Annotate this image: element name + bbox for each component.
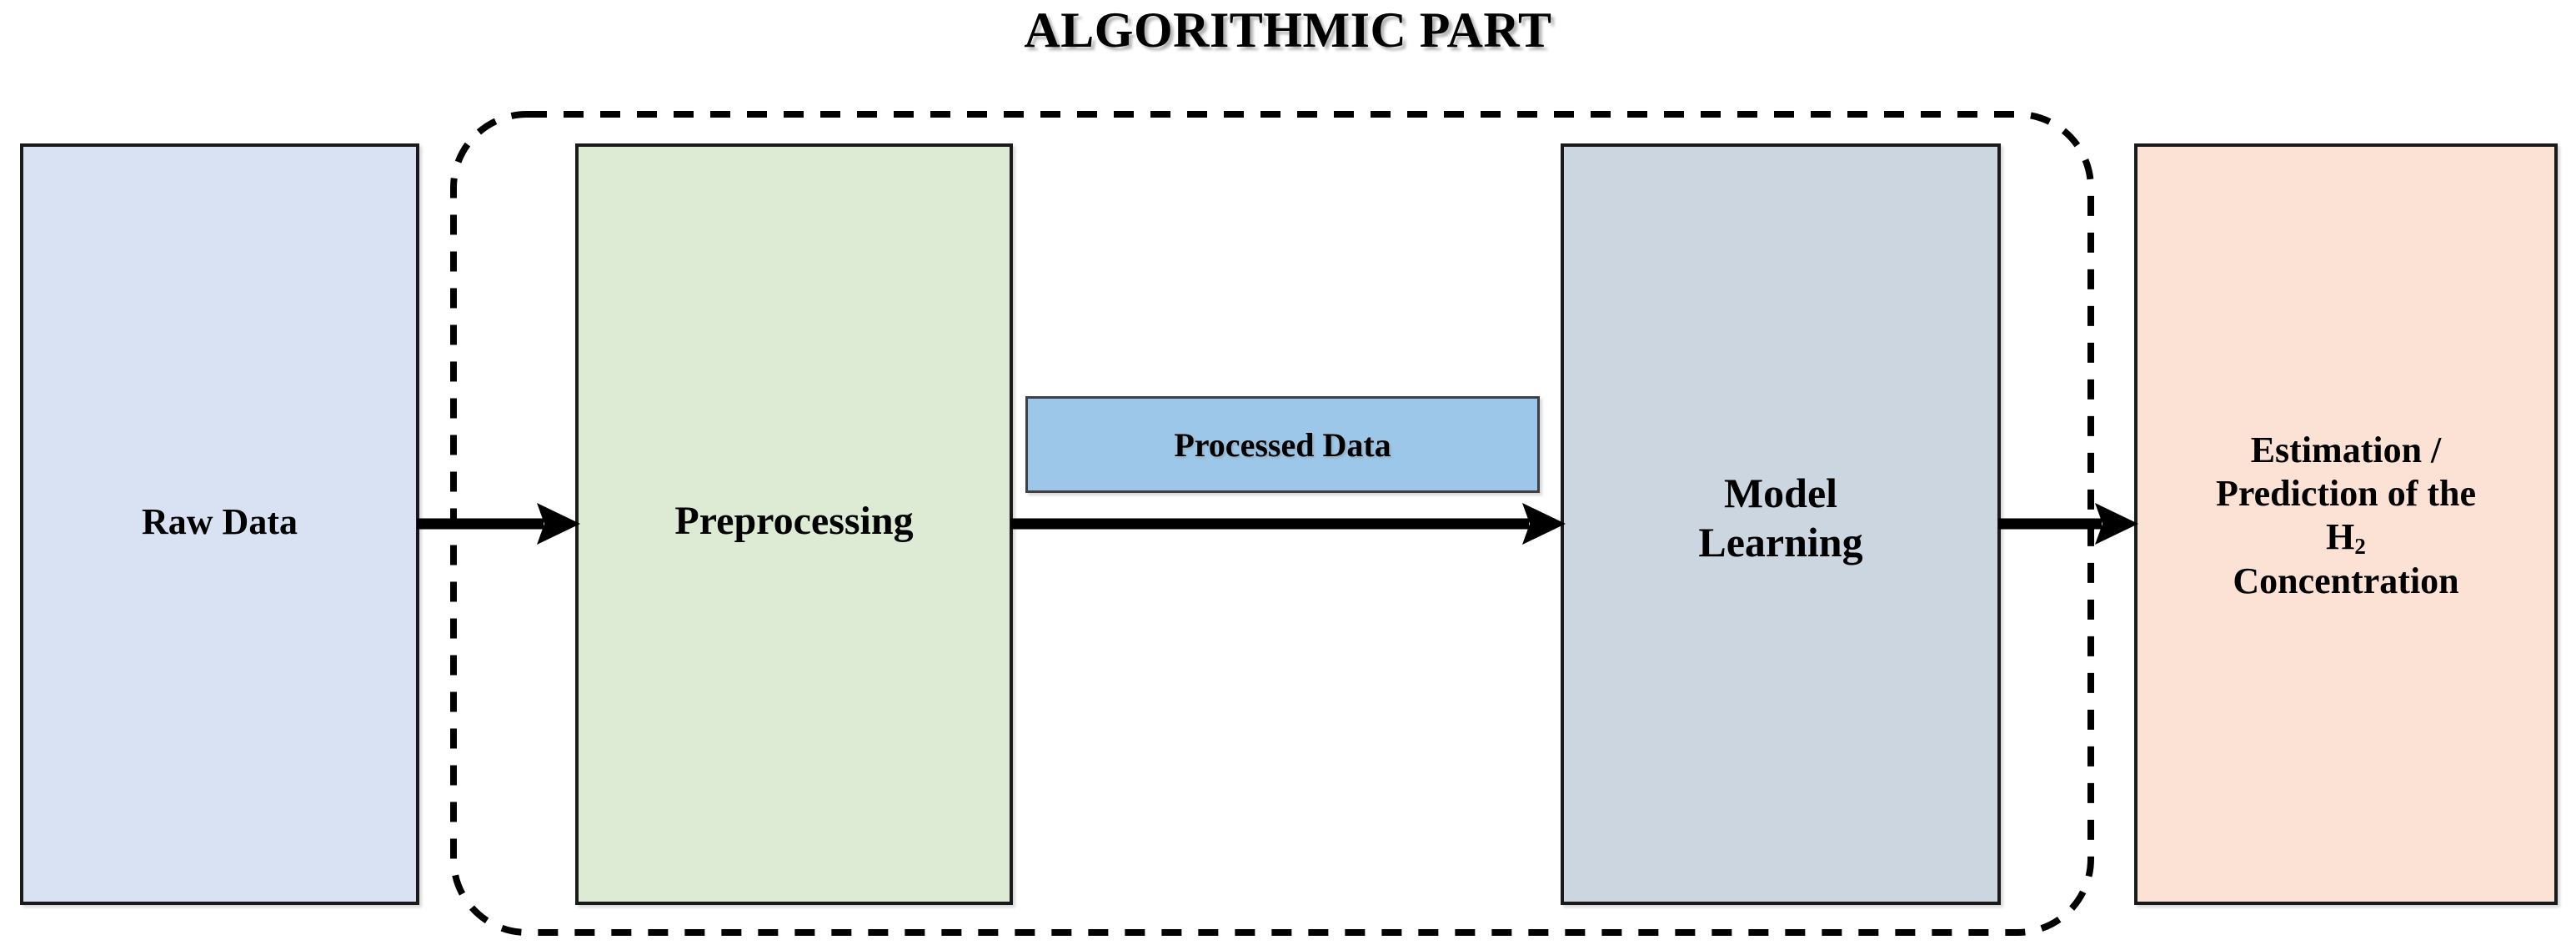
edge-label-processed-data[interactable]: Processed Data	[1025, 396, 1540, 493]
node-raw-data[interactable]: Raw Data	[20, 143, 419, 905]
arrow-raw-to-preprocessing	[417, 500, 580, 547]
node-preprocessing-line-1: Preprocessing	[674, 499, 914, 544]
node-model-learning[interactable]: Model Learning	[1561, 143, 2001, 905]
node-estimation-line-1: Estimation /	[2250, 430, 2442, 471]
arrow-preprocessing-to-model	[1010, 500, 1566, 547]
formula-h-subscript: 2	[2354, 533, 2366, 559]
node-model-learning-line-1: Model	[1723, 469, 1838, 516]
node-preprocessing-label: Preprocessing	[579, 498, 1010, 545]
node-model-learning-line-2: Learning	[1698, 518, 1863, 565]
node-estimation-prediction-label: Estimation / Prediction of the H2 Concen…	[2137, 429, 2554, 603]
node-preprocessing[interactable]: Preprocessing	[575, 143, 1013, 905]
node-estimation-line-2: Prediction of the	[2215, 472, 2477, 514]
formula-h: H	[2326, 515, 2355, 557]
node-raw-data-label: Raw Data	[23, 500, 416, 544]
node-model-learning-label: Model Learning	[1564, 469, 1997, 567]
node-raw-data-line-1: Raw Data	[142, 500, 298, 542]
arrow-model-to-estimation	[1998, 500, 2138, 547]
node-estimation-line-3: H2	[2137, 515, 2554, 560]
page-title: ALGORITHMIC PART	[1024, 3, 1552, 58]
node-estimation-line-4: Concentration	[2233, 560, 2459, 602]
node-estimation-prediction[interactable]: Estimation / Prediction of the H2 Concen…	[2134, 143, 2558, 905]
